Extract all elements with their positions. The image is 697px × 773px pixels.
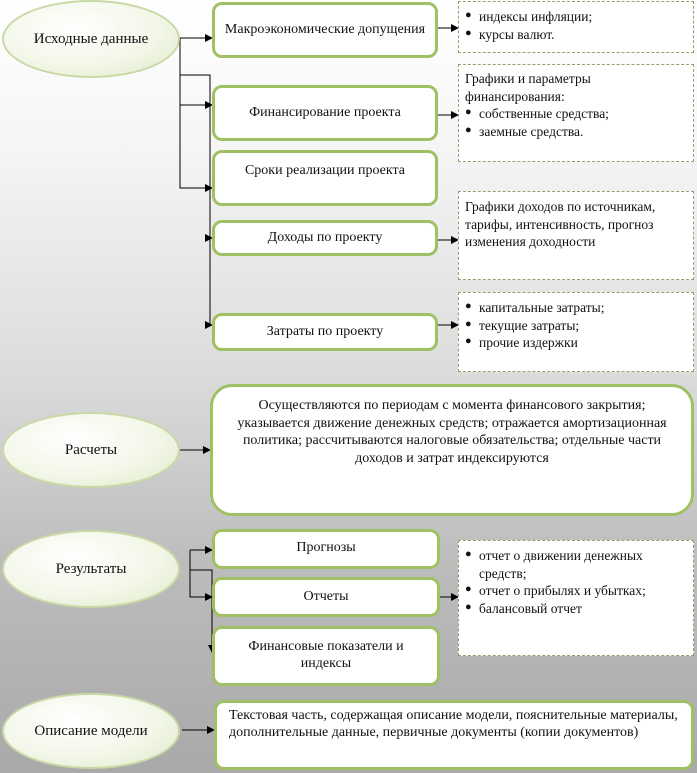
box-forecasts: Прогнозы bbox=[212, 529, 440, 569]
note-financing-item-1: собственные средства; bbox=[465, 105, 687, 123]
note-revenue-text: Графики доходов по источникам, тарифы, и… bbox=[465, 199, 656, 250]
note-costs: капитальные затраты; текущие затраты; пр… bbox=[458, 292, 694, 372]
note-financing-lead: Графики и параметры финансирования: bbox=[465, 71, 591, 104]
box-model-description: Текстовая часть, содержащая описание мод… bbox=[214, 700, 694, 770]
connector-inputs-split bbox=[180, 74, 212, 326]
note-costs-item-1: капитальные затраты; bbox=[465, 299, 687, 317]
connector-inputs-vertical bbox=[179, 38, 212, 189]
connector-results-vertical bbox=[189, 550, 213, 601]
note-macro-item-1: индексы инфляции; bbox=[465, 8, 687, 26]
note-macro-item-2: курсы валют. bbox=[465, 26, 687, 44]
group-inputs: Исходные данные bbox=[2, 0, 180, 78]
note-financing-item-2: заемные средства. bbox=[465, 123, 687, 141]
note-revenue: Графики доходов по источникам, тарифы, и… bbox=[458, 191, 694, 280]
note-reports-item-3: балансовый отчет bbox=[465, 600, 687, 618]
note-reports-item-2: отчет о прибылях и убытках; bbox=[465, 582, 687, 600]
box-calculations: Осуществляются по периодам с момента фин… bbox=[210, 384, 694, 516]
box-financial-indicators: Финансовые показатели и индексы bbox=[212, 626, 440, 686]
note-costs-item-2: текущие затраты; bbox=[465, 317, 687, 335]
note-costs-item-3: прочие издержки bbox=[465, 334, 687, 352]
box-project-timeline: Сроки реализации проекта bbox=[212, 150, 438, 206]
group-results: Результаты bbox=[2, 530, 180, 608]
group-calculations: Расчеты bbox=[2, 412, 180, 488]
note-financing: Графики и параметры финансирования: собс… bbox=[458, 64, 694, 162]
box-project-costs: Затраты по проекту bbox=[212, 313, 438, 351]
note-reports-item-1: отчет о движении денежных средств; bbox=[465, 547, 687, 582]
connector-results-split bbox=[190, 569, 213, 652]
box-reports: Отчеты bbox=[212, 577, 440, 617]
box-macro-assumptions: Макроэкономические допущения bbox=[212, 2, 438, 58]
group-model-description: Описание модели bbox=[2, 693, 180, 769]
note-reports: отчет о движении денежных средств; отчет… bbox=[458, 540, 694, 656]
box-project-revenue: Доходы по проекту bbox=[212, 220, 438, 256]
box-project-financing: Финансирование проекта bbox=[212, 85, 438, 141]
note-macro: индексы инфляции; курсы валют. bbox=[458, 1, 694, 53]
